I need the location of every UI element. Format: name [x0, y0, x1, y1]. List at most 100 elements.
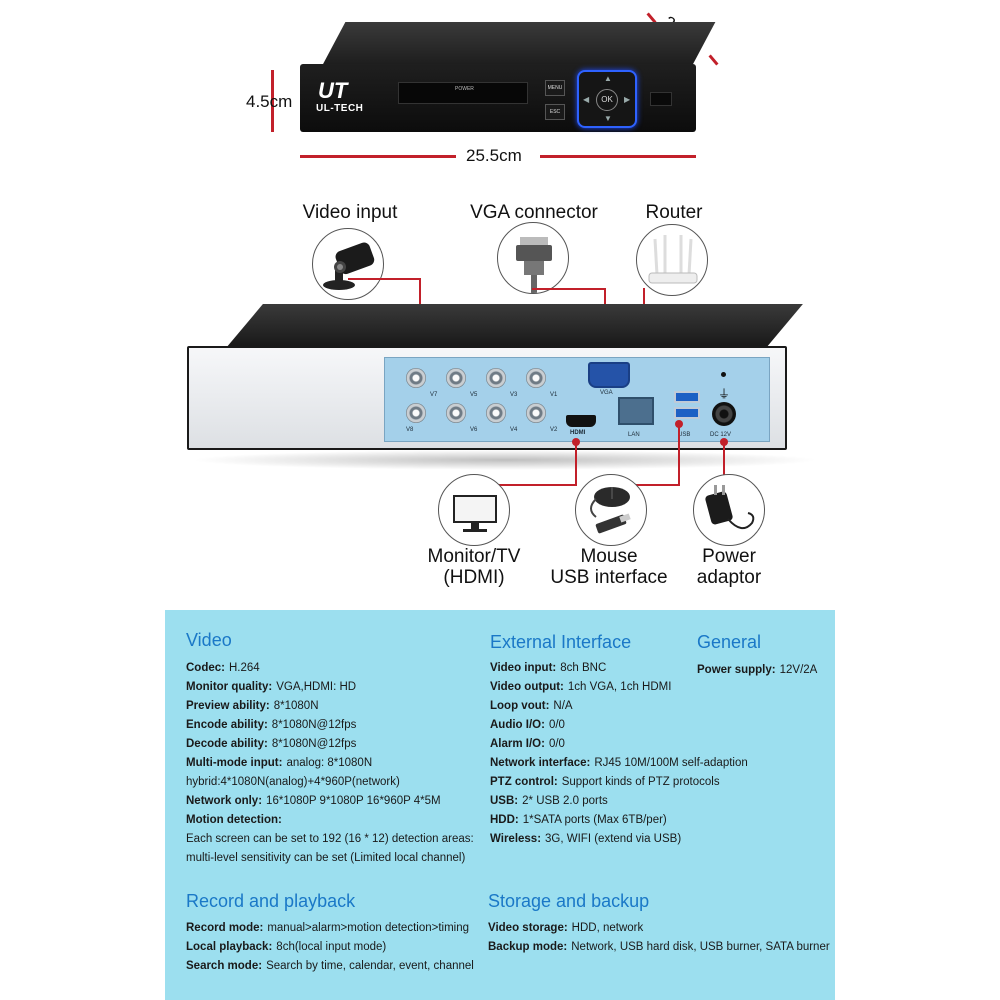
bnc-port-v3[interactable]	[486, 368, 506, 388]
depth-dimension-line-end	[708, 54, 719, 66]
bnc-label-v4: V4	[510, 427, 518, 433]
arrow-down-icon[interactable]: ▼	[604, 114, 612, 123]
dvr-top-surface	[322, 22, 716, 66]
video-input-label: Video input	[302, 202, 398, 223]
power-adaptor-icon	[693, 474, 765, 546]
mouse-label-line2: USB interface	[550, 567, 668, 588]
spec-multimode-input: Multi-mode input:analog: 8*1080N	[186, 757, 373, 769]
arrow-right-icon[interactable]: ▶	[624, 95, 631, 104]
video-section-title: Video	[186, 630, 232, 650]
bnc-label-v5: V5	[470, 392, 478, 398]
spec-codec: Codec:H.264	[186, 662, 260, 674]
spec-alarm-io: Alarm I/O:0/0	[490, 738, 565, 750]
monitor-label-line1: Monitor/TV	[427, 546, 521, 567]
spec-decode-ability: Decode ability:8*1080N@12fps	[186, 738, 357, 750]
bnc-label-v7: V7	[430, 392, 438, 398]
esc-button[interactable]: ESC	[545, 104, 565, 120]
spec-network-only: Network only:16*1080P 9*1080P 16*960P 4*…	[186, 795, 441, 807]
bnc-port-v8[interactable]	[406, 403, 426, 423]
bnc-label-v1: V1	[550, 392, 558, 398]
spec-power-supply: Power supply:12V/2A	[697, 664, 818, 676]
bnc-port-v2[interactable]	[526, 403, 546, 423]
record-playback-section-title: Record and playback	[186, 891, 356, 911]
power-label-line2: adaptor	[696, 567, 762, 588]
power-label-line1: Power	[702, 546, 756, 567]
mouse-label-line1: Mouse	[580, 546, 638, 567]
spec-encode-ability: Encode ability:8*1080N@12fps	[186, 719, 357, 731]
menu-button[interactable]: MENU	[545, 80, 565, 96]
bnc-port-v6[interactable]	[446, 403, 466, 423]
vga-cable-icon	[497, 222, 569, 294]
spec-video-output: Video output:1ch VGA, 1ch HDMI	[490, 681, 672, 693]
bnc-label-v2: V2	[550, 427, 558, 433]
usb-port-label: USB	[678, 432, 691, 438]
spec-hybrid: hybrid:4*1080N(analog)+4*960P(network)	[186, 776, 400, 788]
navigation-pad[interactable]	[577, 70, 637, 128]
external-interface-section-title: External Interface	[490, 632, 632, 652]
ground-icon: ⏚	[717, 387, 730, 401]
front-side-port	[650, 92, 672, 106]
lan-port-label: LAN	[628, 432, 640, 438]
bnc-label-v6: V6	[470, 427, 478, 433]
spec-monitor-quality: Monitor quality:VGA,HDMI: HD	[186, 681, 357, 693]
spec-video-storage: Video storage:HDD, network	[488, 922, 644, 934]
router-label: Router	[645, 202, 703, 223]
lan-port[interactable]	[618, 397, 654, 425]
vga-connector-label: VGA connector	[470, 202, 598, 223]
bnc-label-v8: V8	[406, 427, 414, 433]
ground-screw	[721, 372, 726, 377]
video-input-connector-line	[348, 278, 420, 280]
spec-hdd: HDD:1*SATA ports (Max 6TB/per)	[490, 814, 667, 826]
spec-preview-ability: Preview ability:8*1080N	[186, 700, 319, 712]
arrow-up-icon[interactable]: ▲	[604, 74, 612, 83]
spec-local-playback: Local playback:8ch(local input mode)	[186, 941, 387, 953]
dc-connector-line	[723, 442, 725, 482]
spec-video-input: Video input:8ch BNC	[490, 662, 607, 674]
arrow-left-icon[interactable]: ◀	[583, 95, 590, 104]
height-dimension-line	[271, 70, 274, 132]
spec-usb: USB:2* USB 2.0 ports	[490, 795, 608, 807]
spec-ptz-control: PTZ control:Support kinds of PTZ protoco…	[490, 776, 720, 788]
bnc-port-v5[interactable]	[446, 368, 466, 388]
height-dimension-label: 4.5cm	[246, 92, 293, 111]
usb-connector-line	[608, 484, 680, 486]
hdmi-port[interactable]	[566, 415, 596, 427]
ok-button[interactable]: OK	[596, 89, 618, 111]
vga-port-label: VGA	[600, 390, 613, 396]
bnc-port-v4[interactable]	[486, 403, 506, 423]
hdmi-port-label: HDMI	[570, 430, 586, 436]
width-dimension-line-right	[540, 155, 696, 158]
spec-network-interface: Network interface:RJ45 10M/100M self-ada…	[490, 757, 748, 769]
monitor-label-line2: (HDMI)	[443, 567, 505, 588]
usb-port-top[interactable]	[674, 391, 700, 403]
hdmi-connector-line-vertical	[575, 442, 577, 486]
camera-icon	[312, 228, 384, 300]
brand-name: UL-TECH	[316, 103, 364, 114]
monitor-icon	[438, 474, 510, 546]
vga-port[interactable]	[588, 362, 630, 388]
mouse-label: Mouse USB interface	[548, 546, 670, 588]
power-label: Power adaptor	[690, 546, 768, 588]
spec-motion-note-2: multi-level sensitivity can be set (Limi…	[186, 852, 466, 864]
bnc-port-v1[interactable]	[526, 368, 546, 388]
front-slot	[398, 82, 528, 104]
vga-connector-line	[532, 288, 606, 290]
specifications-panel	[165, 610, 835, 1000]
mouse-icon	[575, 474, 647, 546]
monitor-label: Monitor/TV (HDMI)	[420, 546, 528, 588]
spec-search-mode: Search mode:Search by time, calendar, ev…	[186, 960, 474, 972]
general-section-title: General	[697, 632, 762, 652]
bnc-port-v7[interactable]	[406, 368, 426, 388]
width-dimension-label: 25.5cm	[466, 146, 522, 165]
bnc-label-v3: V3	[510, 392, 518, 398]
dvr-rear-top-surface	[226, 304, 803, 348]
dc-power-label: DC 12V	[710, 432, 732, 438]
spec-motion-note-1: Each screen can be set to 192 (16 * 12) …	[186, 833, 474, 845]
power-indicator-label: POWER	[455, 86, 474, 92]
usb-connector-line-vertical	[678, 424, 680, 486]
usb-port-bottom[interactable]	[674, 407, 700, 419]
hdmi-connector-line	[468, 484, 576, 486]
router-icon	[636, 224, 708, 296]
brand-logo-mark: UT	[318, 78, 348, 103]
dc-power-jack[interactable]	[712, 402, 736, 426]
